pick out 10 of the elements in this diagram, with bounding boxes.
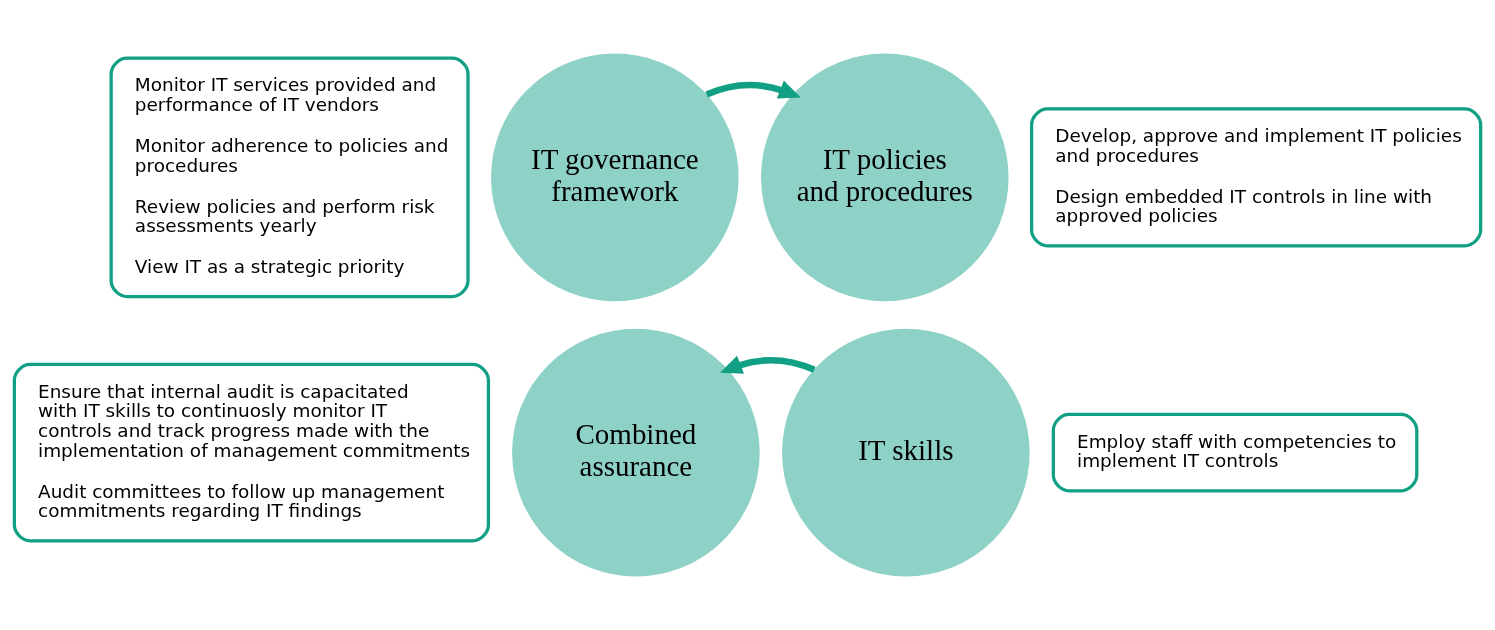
arrow <box>720 355 816 374</box>
node-box: Employ staff with competencies to implement IT controls <box>1051 412 1419 493</box>
node-circle: IT skills <box>782 328 1030 577</box>
arrow <box>705 80 801 99</box>
node-circle: Combined assurance <box>512 328 760 577</box>
node-box: Ensure that internal audit is capacitated with IT skills to continuosly monitor IT controls and track progress made with the implementation of management commitments Audit committees to follow up management commitments regarding IT findings <box>12 362 491 543</box>
node-box: Develop, approve and implement IT policies and procedures Design embedded IT controls in line with approved policies <box>1029 107 1483 248</box>
node-circle: IT policies and procedures <box>761 53 1009 302</box>
node-circle: IT governance framework <box>491 53 739 302</box>
node-box: Monitor IT services provided and performance of IT vendors Monitor adherence to policies and procedures Review policies and perform risk assessments yearly View IT as a strategic priority <box>109 56 470 299</box>
